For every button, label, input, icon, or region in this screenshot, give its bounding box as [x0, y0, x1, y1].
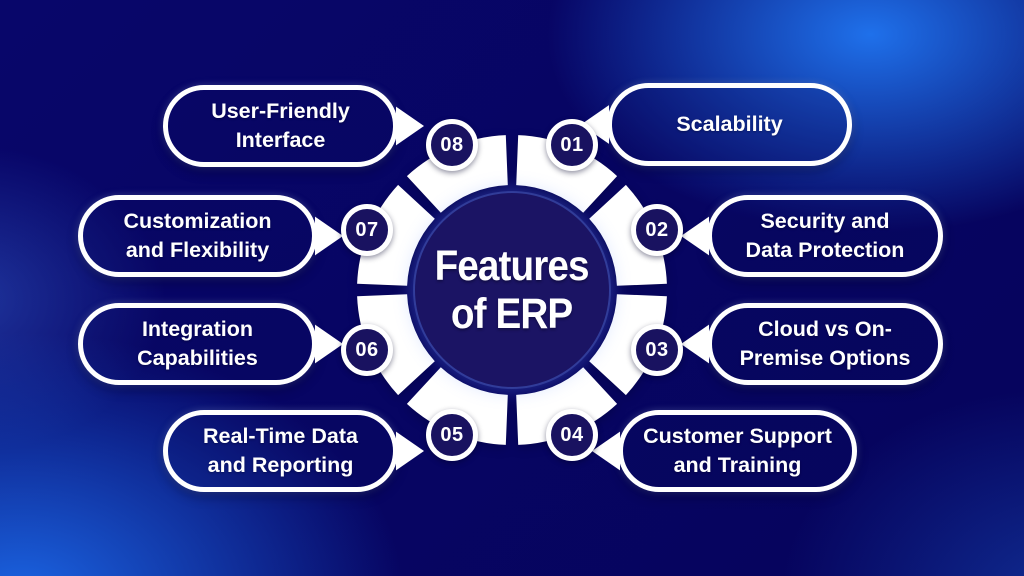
ring-segment — [589, 294, 667, 396]
ring-segment — [516, 367, 618, 445]
callout-security-and-data-protection: Security and Data Protection — [681, 195, 943, 277]
callout-line: and Reporting — [207, 453, 354, 477]
badge-07: 07 — [341, 204, 393, 256]
ring-segment — [406, 135, 508, 213]
callout-line: Scalability — [676, 111, 783, 136]
callout-scalability: Scalability — [581, 83, 852, 166]
callout-integration-capabilities: Integration Capabilities — [78, 303, 343, 385]
callout-line: Customer Support — [643, 423, 832, 448]
callout-pill: Security and Data Protection — [707, 195, 943, 277]
callout-line: Customization — [123, 208, 272, 233]
ring-segment — [516, 135, 618, 213]
badge-06: 06 — [341, 324, 393, 376]
hub-circle: Features of ERP — [415, 193, 609, 387]
callout-line: Integration — [141, 316, 254, 341]
badge-04: 04 — [546, 409, 598, 461]
callout-real-time-data-and-reporting: Real-Time Data and Reporting — [163, 410, 424, 492]
hub-title: Features of ERP — [434, 241, 590, 338]
callout-cloud-vs-on-premise-options: Cloud vs On- Premise Options — [681, 303, 943, 385]
callout-user-friendly-interface: User-Friendly Interface — [163, 85, 424, 167]
ring-segment — [357, 294, 435, 396]
callout-line: Cloud vs On- — [758, 316, 892, 341]
callout-line: Data Protection — [745, 238, 905, 262]
ring-segments — [357, 135, 667, 445]
badge-05: 05 — [426, 409, 478, 461]
callout-line: and Training — [673, 453, 802, 477]
badge-02: 02 — [631, 204, 683, 256]
callout-line: Real-Time Data — [203, 423, 358, 448]
badge-03: 03 — [631, 324, 683, 376]
callout-pill: Customer Support and Training — [618, 410, 857, 492]
callout-line: Interface — [235, 128, 326, 152]
callout-line: and Flexibility — [125, 238, 270, 262]
ring-segment — [357, 184, 435, 286]
callout-line: User-Friendly — [211, 98, 350, 123]
callout-customization-and-flexibility: Customization and Flexibility — [78, 195, 343, 277]
callout-line: Security and — [760, 208, 890, 233]
ring-segment — [589, 184, 667, 286]
callout-pill: Real-Time Data and Reporting — [163, 410, 398, 492]
callout-pill: Customization and Flexibility — [78, 195, 317, 277]
callout-customer-support-and-training: Customer Support and Training — [592, 410, 857, 492]
callout-line: Capabilities — [137, 346, 258, 370]
ring-segment — [406, 367, 508, 445]
hub-title-line2: of ERP — [451, 290, 573, 338]
callout-pill: Cloud vs On- Premise Options — [707, 303, 943, 385]
callout-pill: User-Friendly Interface — [163, 85, 398, 167]
callout-pill: Scalability — [607, 83, 852, 166]
callout-pill: Integration Capabilities — [78, 303, 317, 385]
callout-line: Premise Options — [739, 346, 911, 370]
hub-title-line1: Features — [434, 241, 590, 290]
badge-08: 08 — [426, 119, 478, 171]
badge-01: 01 — [546, 119, 598, 171]
